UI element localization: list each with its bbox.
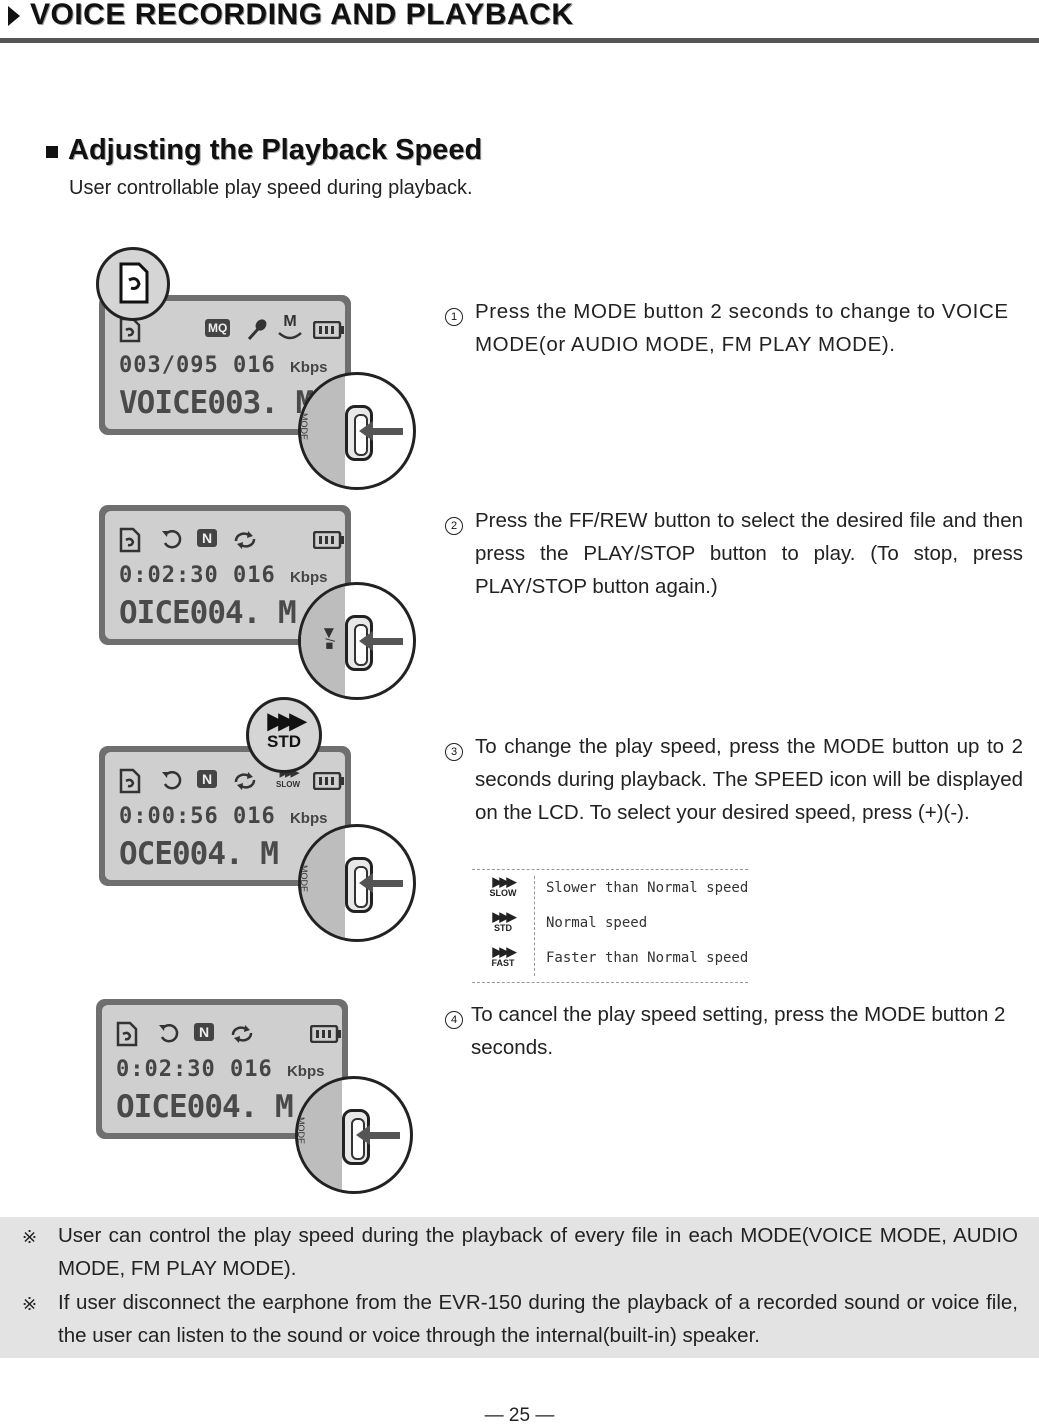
lcd-panel-1: MQ M 003/095 016 Kbps VOICE003. M (99, 295, 351, 435)
lcd-unit: Kbps (286, 1063, 325, 1080)
step-text-4: To cancel the play speed setting, press … (471, 1003, 1006, 1059)
m-badge: M (277, 313, 303, 341)
chevrons-icon: ▶▶▶ (492, 909, 517, 924)
lcd-filename: OICE004. M (116, 1089, 294, 1125)
header-divider (0, 38, 1039, 43)
header-arrow-icon (8, 6, 20, 26)
rewind-icon (159, 527, 185, 558)
std-speed-callout-icon: ▶▶▶ STD (246, 697, 322, 773)
voice-file-icon (114, 1021, 140, 1052)
chevrons-icon: ▶▶▶ (267, 708, 307, 733)
step-number-4: 4 (445, 1011, 463, 1029)
legend-text: Normal speed (546, 915, 648, 931)
device-body (301, 827, 345, 939)
legend-tag: FAST (491, 958, 515, 968)
lcd-unit: Kbps (289, 359, 328, 376)
n-badge: N (194, 1023, 215, 1041)
play-stop-button-zoom: ▶/■ (298, 582, 416, 700)
n-badge: N (197, 770, 218, 788)
lcd-time-value: 0:02:30 016 (116, 1057, 273, 1082)
mic-icon (245, 317, 271, 348)
device-body (301, 585, 345, 697)
legend-row-fast: ▶▶▶ FAST Faster than Normal speed (472, 942, 748, 976)
lcd-time-line: 0:02:30 016 Kbps (116, 1057, 324, 1082)
rewind-icon (159, 768, 185, 799)
step-number-1: 1 (445, 308, 463, 326)
step-number-2: 2 (445, 517, 463, 535)
lcd-time-line: 0:02:30 016 Kbps (119, 563, 327, 588)
std-speed-label: STD (267, 732, 301, 751)
mode-button-zoom-4: MODE (295, 1076, 413, 1194)
press-arrow-icon (359, 873, 373, 893)
lcd-track-value: 003/095 016 (119, 353, 276, 378)
voice-file-icon (117, 527, 143, 558)
step-text-3: To change the play speed, press the MODE… (475, 735, 1023, 824)
fast-speed-icon: ▶▶▶ FAST (486, 945, 520, 968)
lcd-filename: OICE004. M (119, 595, 297, 631)
press-arrow-shaft (371, 880, 403, 887)
speed-legend: ▶▶▶ SLOW Slower than Normal speed ▶▶▶ ST… (472, 869, 748, 983)
lcd-time-value: 0:00:56 016 (119, 804, 276, 829)
press-arrow-shaft (368, 1132, 400, 1139)
legend-tag: SLOW (489, 888, 517, 898)
device-body (298, 1079, 342, 1191)
repeat-icon (228, 1021, 256, 1052)
battery-icon (309, 1024, 342, 1048)
note-text-2: If user disconnect the earphone from the… (58, 1291, 1018, 1347)
play-stop-label: ▶/■ (322, 628, 338, 650)
chevrons-icon: ▶▶▶ (492, 944, 517, 959)
section-subtitle: User controllable play speed during play… (69, 177, 473, 199)
legend-row-std: ▶▶▶ STD Normal speed (472, 907, 748, 941)
m-badge-label: M (283, 313, 297, 330)
mode-button-label: MODE (296, 1117, 306, 1144)
lcd-unit: Kbps (289, 569, 328, 586)
lcd-time-value: 0:02:30 016 (119, 563, 276, 588)
legend-text: Faster than Normal speed (546, 950, 749, 966)
lcd-track-line: 003/095 016 Kbps (119, 353, 327, 378)
voice-file-icon (117, 768, 143, 799)
lcd-time-line: 0:00:56 016 Kbps (119, 804, 327, 829)
press-arrow-icon (359, 421, 373, 441)
legend-text: Slower than Normal speed (546, 880, 749, 896)
section-title: Adjusting the Playback Speed (68, 134, 483, 166)
bullet-square-icon (46, 146, 58, 158)
note-mark-2: ※ (22, 1294, 38, 1314)
notes-box: ※ User can control the play speed during… (0, 1217, 1039, 1358)
battery-icon (312, 530, 345, 554)
battery-icon (312, 320, 345, 344)
mq-badge: MQ (205, 319, 231, 337)
battery-icon (312, 771, 345, 795)
press-arrow-shaft (371, 428, 403, 435)
mode-button-label: MODE (299, 865, 309, 892)
press-arrow-shaft (371, 638, 403, 645)
std-speed-icon: ▶▶▶ STD (486, 910, 520, 933)
press-arrow-icon (359, 631, 373, 651)
legend-divider (534, 876, 535, 976)
slow-speed-label: SLOW (276, 780, 300, 789)
lcd-filename: VOICE003. M (119, 385, 314, 421)
page-title: VOICE RECORDING AND PLAYBACK (30, 0, 574, 31)
step-text-1: Press the MODE button 2 seconds to chang… (475, 300, 1009, 356)
press-arrow-icon (356, 1125, 370, 1145)
lcd-unit: Kbps (289, 810, 328, 827)
slow-speed-icon: ▶▶▶ SLOW (486, 875, 520, 898)
n-badge: N (197, 529, 218, 547)
legend-tag: STD (494, 923, 512, 933)
mode-button-zoom-1: MODE (298, 372, 416, 490)
mode-button-zoom-3: MODE (298, 824, 416, 942)
chevrons-icon: ▶▶▶ (492, 874, 517, 889)
voice-mode-callout-icon (96, 247, 170, 321)
repeat-icon (231, 527, 259, 558)
repeat-icon (231, 768, 259, 799)
step-number-3: 3 (445, 743, 463, 761)
lcd-filename: OCE004. M (119, 836, 279, 872)
mode-button-label: MODE (299, 413, 309, 440)
step-text-2: Press the FF/REW button to select the de… (475, 509, 1023, 598)
device-body (301, 375, 345, 487)
note-text-1: User can control the play speed during t… (58, 1224, 1018, 1280)
rewind-icon (156, 1021, 182, 1052)
note-mark-1: ※ (22, 1227, 38, 1247)
legend-row-slow: ▶▶▶ SLOW Slower than Normal speed (472, 872, 749, 906)
page-number: — 25 — (484, 1405, 555, 1426)
